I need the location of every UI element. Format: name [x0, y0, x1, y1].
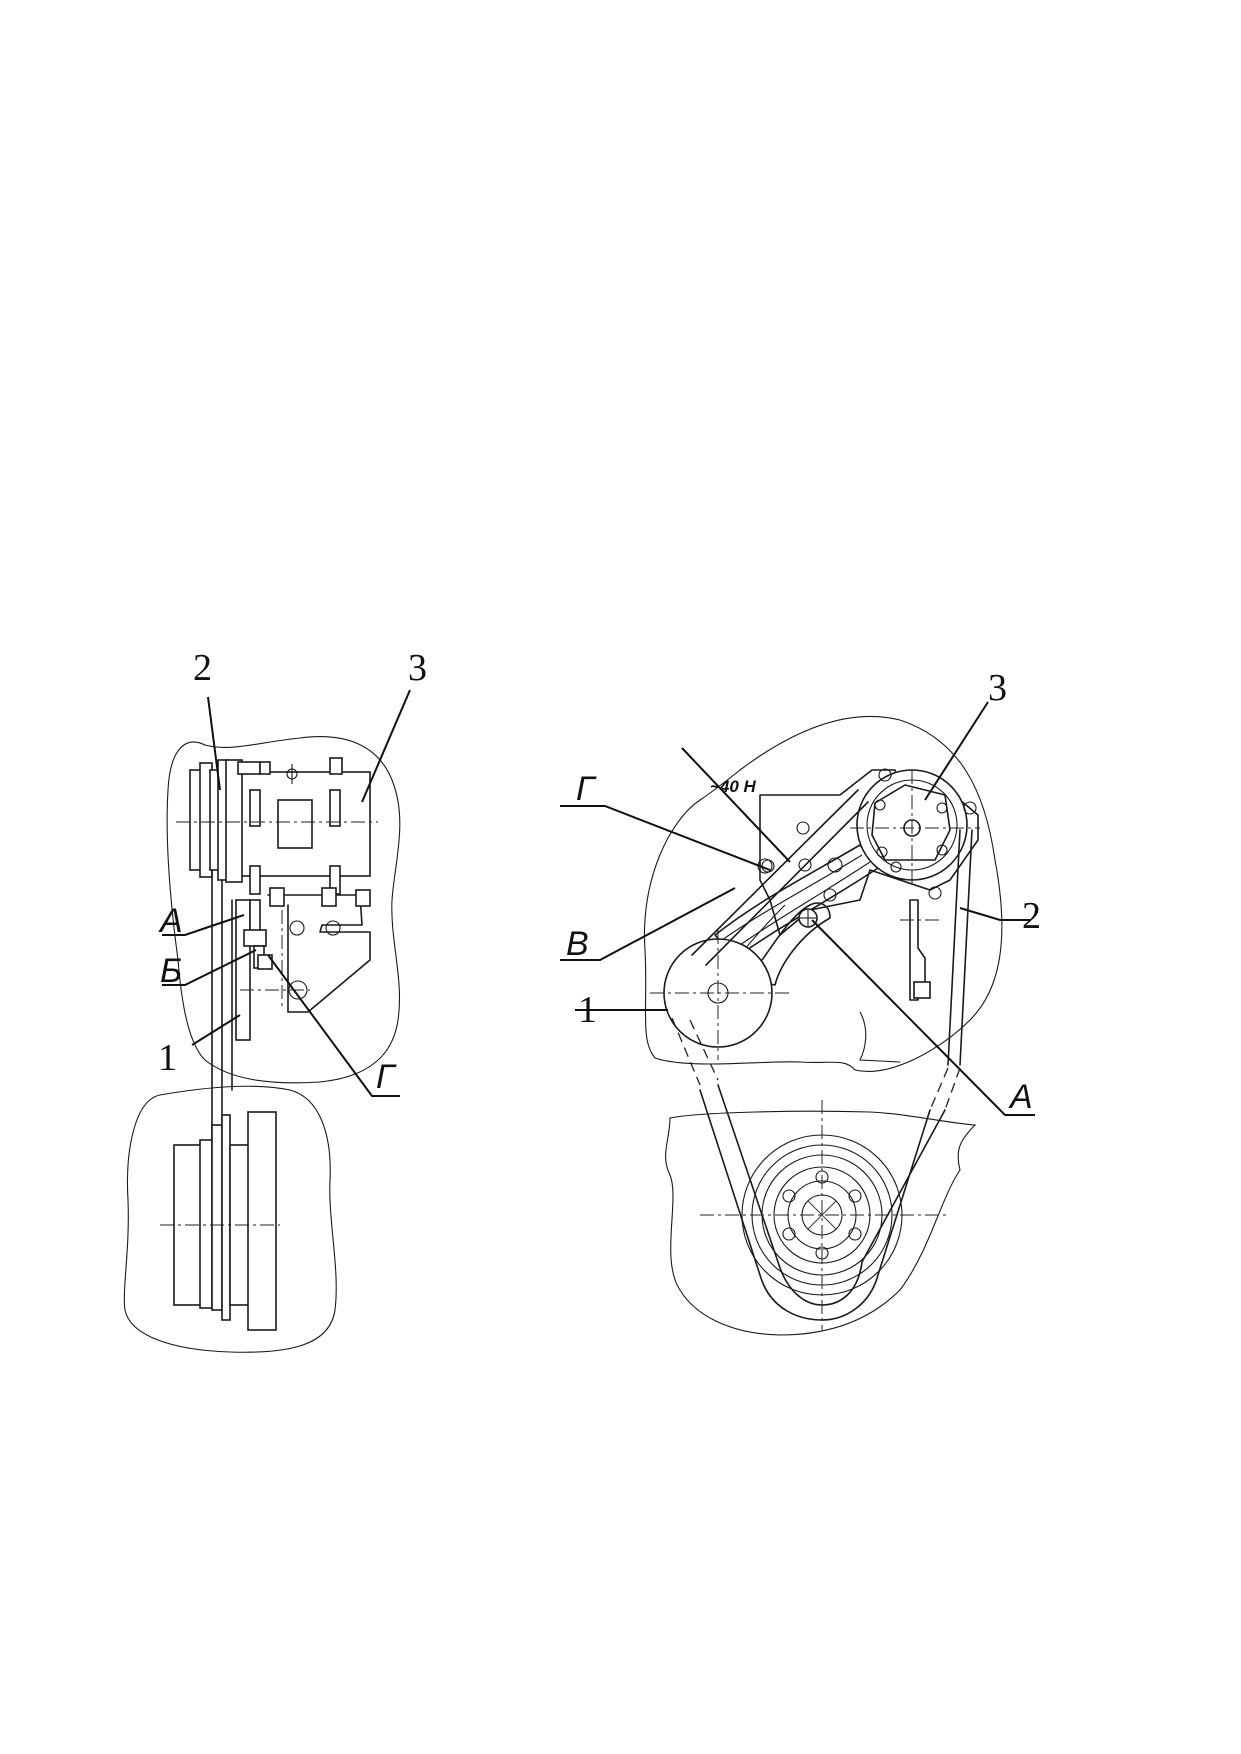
front-label-2: 2: [1022, 895, 1041, 937]
side-pulley-2: [189, 759, 229, 881]
front-curved-slot: [747, 902, 831, 986]
side-bolt-2: [321, 887, 337, 907]
side-bracket: [267, 894, 371, 1013]
side-label-b: Б: [160, 952, 182, 990]
side-bracket-hole-1: [289, 920, 305, 936]
side-upper-housing-outline: [166, 736, 401, 1084]
side-label-g: Г: [376, 1058, 397, 1096]
front-upper-housing-outline: [643, 715, 1003, 1072]
front-compressor-3: [850, 768, 980, 900]
side-lower-housing-outline: [123, 1085, 337, 1353]
side-label-1: 1: [158, 1037, 177, 1079]
front-label-force: ~40 Н: [710, 777, 757, 796]
side-view: 2 3 А Б 1 Г: [123, 647, 427, 1353]
front-label-3: 3: [988, 667, 1007, 709]
front-view: 3 ~40 Н Г В 2 1 А: [560, 667, 1041, 1336]
side-label-2: 2: [193, 647, 212, 689]
front-tensioner-pulley-1: [650, 930, 790, 1060]
front-label-a: А: [1008, 1078, 1033, 1116]
side-label-3: 3: [408, 647, 427, 689]
side-label-a: А: [158, 902, 183, 940]
side-tensioner-1: [235, 899, 273, 1041]
side-bolt-1: [269, 887, 285, 907]
side-bracket-hole-2: [325, 920, 341, 936]
side-bolt-3: [355, 889, 371, 907]
front-engine-lower-outline: [665, 1110, 977, 1336]
front-block-cut: [859, 1011, 901, 1063]
side-compressor-3: [225, 757, 371, 895]
front-label-v: В: [566, 925, 589, 963]
side-bracket-hole-3: [288, 980, 308, 1000]
front-label-g: Г: [576, 770, 597, 808]
front-label-1: 1: [578, 989, 597, 1031]
side-crank-pulley: [173, 1111, 277, 1331]
front-crank-pulley: [700, 1100, 950, 1330]
